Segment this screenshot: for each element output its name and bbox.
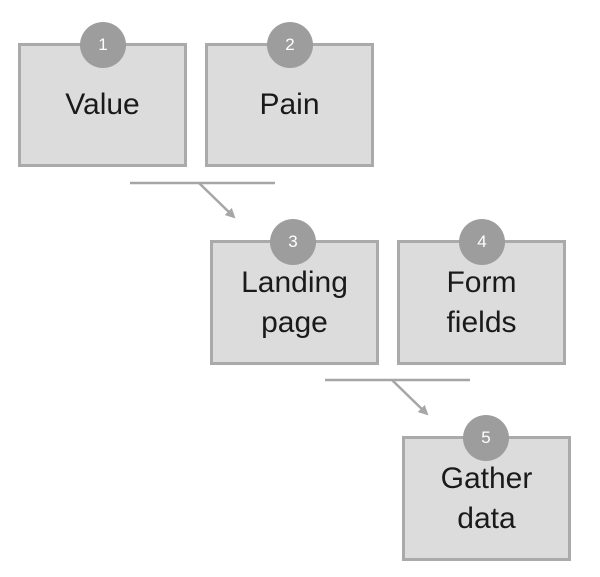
step-4-label: Form fields	[446, 265, 517, 339]
step-5-badge: 5	[463, 415, 509, 461]
step-3-label: Landing page	[241, 265, 348, 339]
step-4-badge: 4	[459, 219, 505, 265]
step-3-badge: 3	[270, 219, 316, 265]
step-5-label: Gather data	[440, 461, 533, 535]
step-2-label: Pain	[259, 88, 320, 121]
step-2-badge: 2	[267, 22, 313, 68]
step-1-badge: 1	[80, 22, 126, 68]
arrow-2	[391, 379, 429, 416]
step-1-label: Value	[65, 88, 140, 121]
arrow-1	[198, 182, 236, 219]
